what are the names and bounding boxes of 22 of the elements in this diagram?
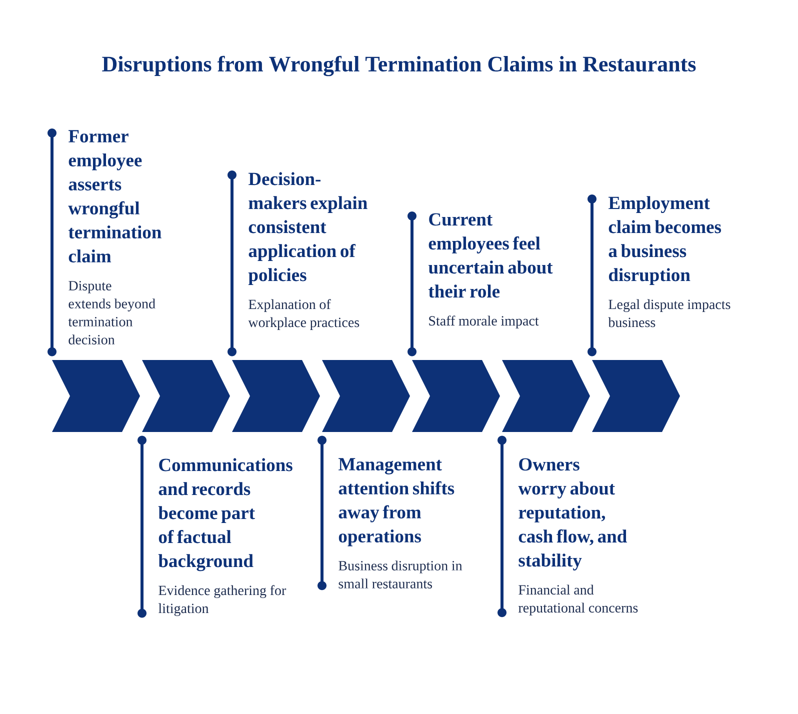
leader-line (48, 128, 56, 356)
leader-line (138, 436, 146, 618)
step-text: Communications and records become part of factual background Evidence gathering for litigation (158, 458, 292, 616)
leader-line (498, 436, 506, 618)
step-shape (322, 360, 410, 432)
leader-line (588, 194, 596, 356)
step-shape (142, 360, 230, 432)
step-shape (502, 360, 590, 432)
step-shape (232, 360, 320, 432)
leader-line (408, 212, 416, 356)
leader-line (318, 436, 326, 590)
title: Disruptions from Wrongful Termination Claims in Restaurants (102, 56, 696, 76)
step-text: Management attention shifts away from operations Business disruption in small restaurants (338, 458, 462, 588)
step-text: Former employee asserts wrongful termination claim Dispute extends beyond termination decision (68, 130, 162, 344)
leader-line (228, 170, 236, 356)
step-text: Owners worry about reputation, cash flow, and stability Financial and reputational concerns (518, 458, 638, 616)
step-shape (52, 360, 140, 432)
step-shape (412, 360, 500, 432)
step-text: Current employees feel uncertain about their role Staff morale impact (428, 213, 553, 328)
step-text: Decision-makers explain consistent application of policies Explanation of workplace practices (248, 172, 368, 330)
step-text: Employment claim becomes a business disruption Legal dispute impacts business (608, 196, 730, 328)
step-shape (592, 360, 680, 432)
